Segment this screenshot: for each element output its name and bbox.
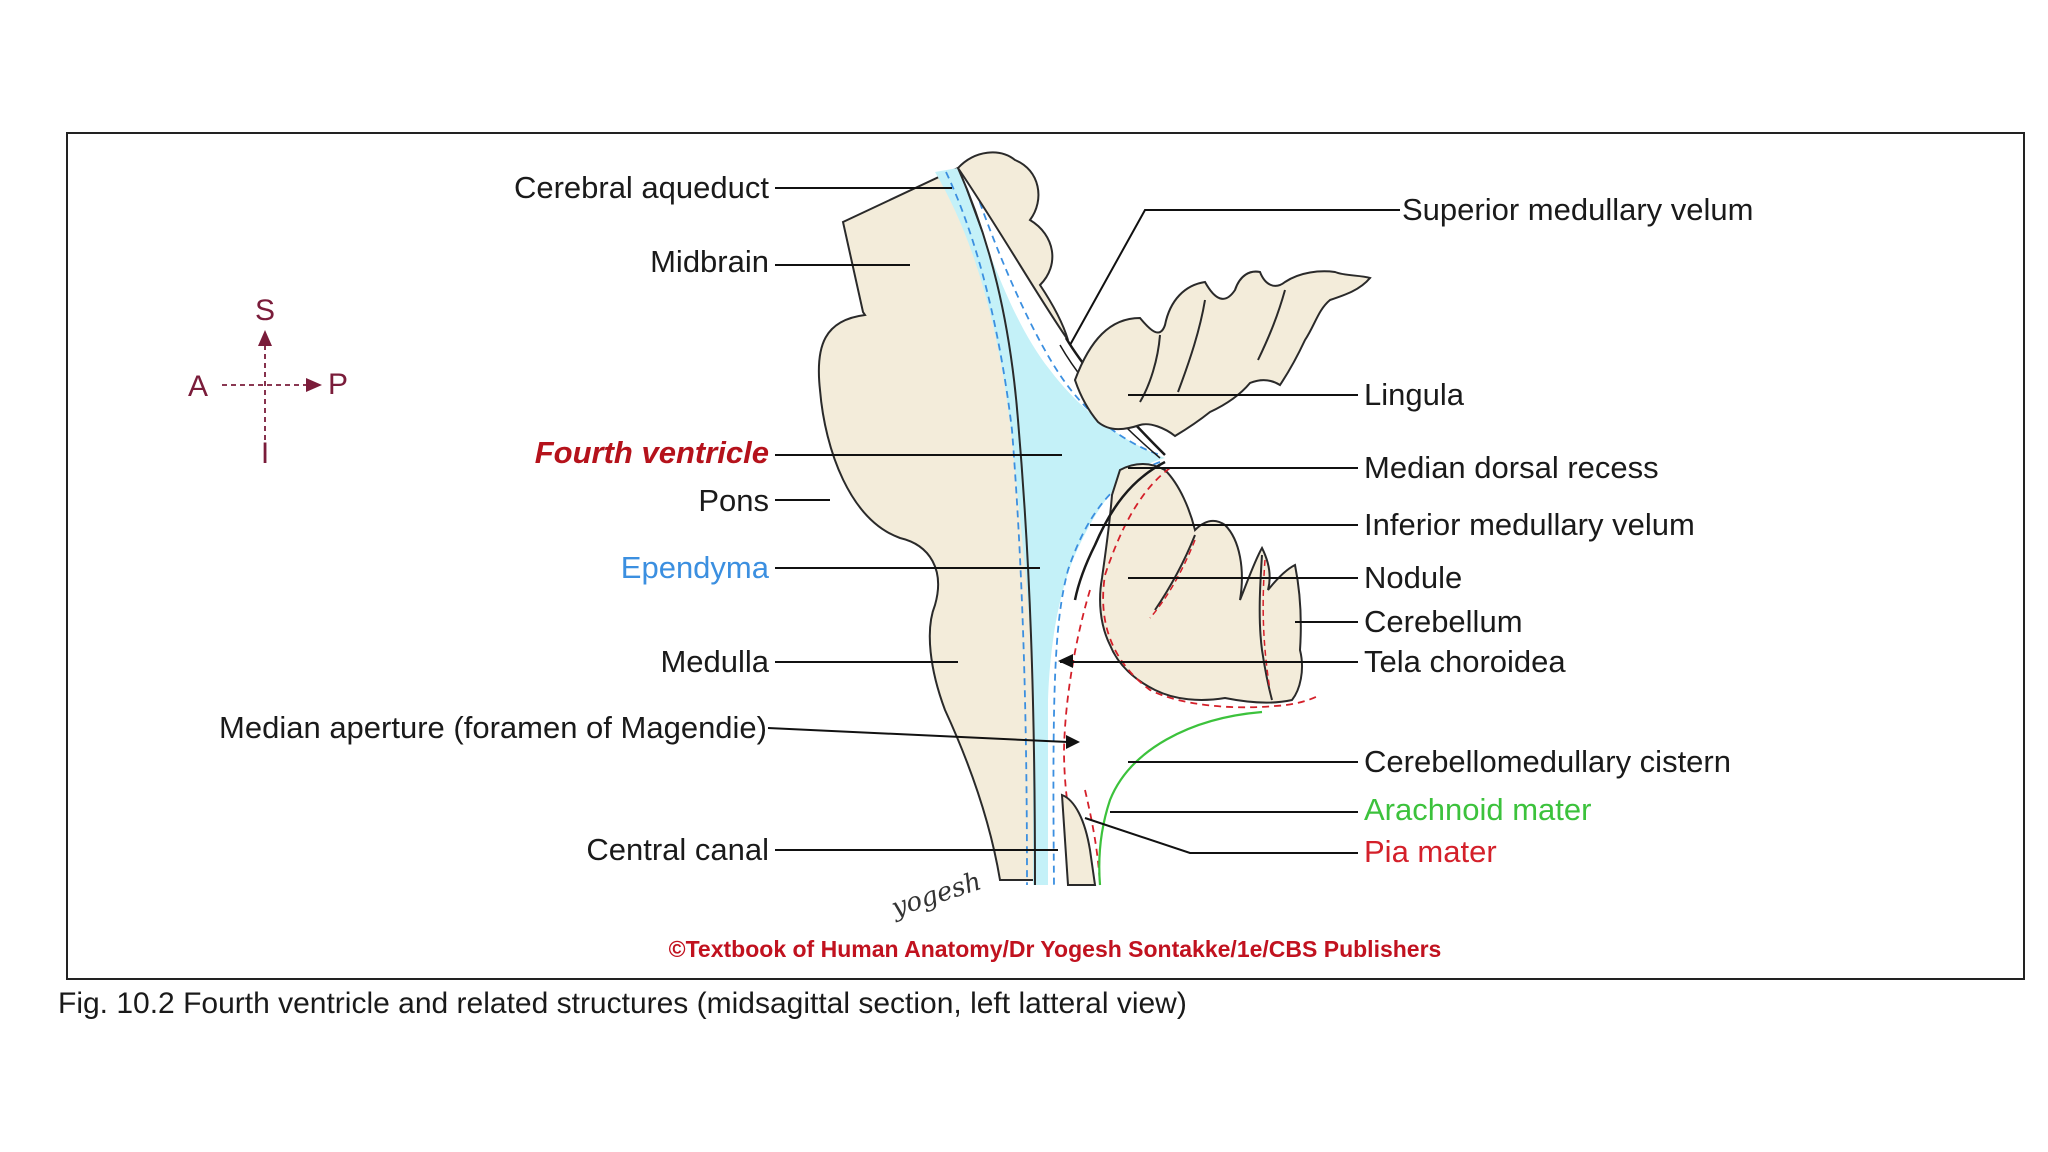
median-aperture-arrowhead [1066,735,1080,749]
cerebellum-lower-lobes [1099,463,1303,704]
cerebellum-upper-folia [1073,270,1372,438]
label-fourth-ventricle: Fourth ventricle [535,435,769,470]
compass-arrow-up [258,330,272,346]
label-median-aperture: Median aperture (foramen of Magendie) [219,710,767,745]
label-lingula: Lingula [1364,377,1465,412]
artist-signature: yogesh [887,866,985,923]
cerebellum-upper-fissures [1139,289,1286,403]
figure-frame [66,132,2025,980]
compass-posterior: P [328,368,348,401]
label-pia-mater: Pia mater [1364,834,1497,869]
label-superior-medullary-velum: Superior medullary velum [1402,192,1753,227]
ventricle-cavity [935,168,1165,885]
label-ependyma: Ependyma [621,550,770,585]
label-medulla: Medulla [660,644,769,679]
posterior-medulla-strip [1060,793,1097,886]
nodule-fissure [1154,534,1273,701]
label-pons: Pons [698,483,769,518]
label-median-dorsal-recess: Median dorsal recess [1364,450,1659,485]
compass-anterior: A [188,370,208,403]
label-central-canal: Central canal [586,832,769,867]
label-cerebral-aqueduct: Cerebral aqueduct [514,170,769,205]
orientation-compass: S I A P [188,294,348,470]
arachnoid-mater-line [1098,710,1263,886]
compass-arrow-right [306,378,322,392]
label-midbrain: Midbrain [650,244,769,279]
pia-mater-line [1102,467,1319,709]
figure-caption: Fig. 10.2 Fourth ventricle and related s… [58,987,1187,1020]
label-inferior-medullary-velum: Inferior medullary velum [1364,507,1695,542]
leader-pia-mater [1084,817,1358,854]
compass-superior: S [255,294,275,327]
label-tela-choroidea: Tela choroidea [1364,644,1566,679]
compass-inferior: I [261,437,269,470]
leader-median-aperture [767,727,1069,743]
label-cerebellum: Cerebellum [1364,604,1523,639]
brainstem-shape [817,166,1037,881]
label-cerebellomedullary-cistern: Cerebellomedullary cistern [1364,744,1731,779]
brainstem-posterior-wall [957,167,1036,886]
inferior-medullary-velum [1073,460,1166,601]
label-nodule: Nodule [1364,560,1462,595]
tectum-colliculi [956,151,1069,341]
label-arachnoid-mater: Arachnoid mater [1364,792,1591,827]
leader-superior-medullary-velum [1069,209,1400,346]
pia-mater-fissure [1149,539,1271,691]
copyright-notice: ©Textbook of Human Anatomy/Dr Yogesh Son… [669,936,1442,962]
